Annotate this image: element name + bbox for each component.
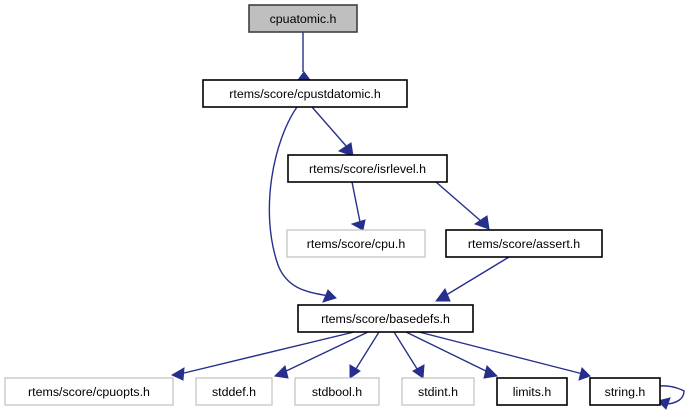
arrowhead-icon xyxy=(337,142,354,157)
arrowhead-icon xyxy=(273,365,289,379)
edge-isrlevel-to-cpu xyxy=(350,181,366,231)
edge-isrlevel-to-assert xyxy=(435,181,490,230)
edge-line xyxy=(405,331,491,374)
node-box xyxy=(294,377,380,406)
node-label: stdbool.h xyxy=(312,385,362,399)
node-cpustdatomic[interactable]: rtems/score/cpustdatomic.h xyxy=(202,79,408,108)
node-isrlevel[interactable]: rtems/score/isrlevel.h xyxy=(287,154,448,183)
node-box xyxy=(401,377,475,406)
edge-line xyxy=(435,181,483,223)
node-label: rtems/score/assert.h xyxy=(468,237,580,251)
node-label: rtems/score/cpustdatomic.h xyxy=(229,87,381,101)
node-box xyxy=(297,304,474,333)
edge-cpustdatomic-to-isrlevel xyxy=(311,106,354,157)
node-string[interactable]: string.h xyxy=(589,377,661,406)
arrowhead-icon xyxy=(322,289,337,303)
edge-cpuatomic-to-cpustdatomic xyxy=(297,32,311,81)
node-label: cpuatomic.h xyxy=(270,12,337,26)
node-box xyxy=(202,79,408,108)
edge-line xyxy=(179,331,355,375)
edge-line xyxy=(659,385,685,405)
edge-basedefs-to-limits xyxy=(405,331,499,379)
node-box xyxy=(286,229,426,258)
node-label: limits.h xyxy=(513,385,552,399)
edge-basedefs-to-string xyxy=(418,331,591,381)
edge-basedefs-to-stdbool xyxy=(349,331,380,379)
node-label: rtems/score/basedefs.h xyxy=(321,312,450,326)
arrowhead-icon xyxy=(297,71,311,81)
node-cpu: rtems/score/cpu.h xyxy=(286,229,426,258)
node-stdbool: stdbool.h xyxy=(294,377,380,406)
edge-line xyxy=(418,331,584,375)
arrowhead-icon xyxy=(350,219,366,231)
edge-line xyxy=(393,331,420,373)
node-stdint: stdint.h xyxy=(401,377,475,406)
node-cpuatomic[interactable]: cpuatomic.h xyxy=(248,4,358,33)
node-box xyxy=(589,377,661,406)
node-box xyxy=(445,229,603,258)
arrowhead-icon xyxy=(435,288,451,302)
arrowhead-icon xyxy=(578,367,591,381)
edge-line xyxy=(351,181,361,223)
arrowhead-icon xyxy=(349,364,361,379)
node-basedefs[interactable]: rtems/score/basedefs.h xyxy=(297,304,474,333)
node-assert[interactable]: rtems/score/assert.h xyxy=(445,229,603,258)
arrowhead-icon xyxy=(412,364,425,379)
edge-line xyxy=(311,106,348,148)
node-box xyxy=(195,377,273,406)
edge-cpustdatomic-to-basedefs xyxy=(268,106,337,303)
node-label: stddef.h xyxy=(212,385,256,399)
node-box xyxy=(496,377,568,406)
edge-string-to-string xyxy=(657,385,685,410)
node-stddef: stddef.h xyxy=(195,377,273,406)
arrowhead-icon xyxy=(657,397,671,410)
arrowhead-icon xyxy=(170,367,185,381)
node-label: rtems/score/isrlevel.h xyxy=(309,162,426,176)
node-box xyxy=(4,377,174,406)
edge-line xyxy=(268,106,330,297)
node-label: rtems/score/cpu.h xyxy=(307,237,406,251)
edge-line xyxy=(442,256,510,298)
node-label: string.h xyxy=(605,385,646,399)
edge-line xyxy=(353,331,380,373)
node-box xyxy=(287,154,448,183)
node-cpuopts: rtems/score/cpuopts.h xyxy=(4,377,174,406)
node-box xyxy=(248,4,358,33)
arrowhead-icon xyxy=(473,215,490,230)
edge-basedefs-to-cpuopts xyxy=(170,331,355,381)
edge-basedefs-to-stdint xyxy=(393,331,425,379)
nodes-layer: cpuatomic.h rtems/score/cpustdatomic.h rte… xyxy=(4,4,661,406)
node-limits[interactable]: limits.h xyxy=(496,377,568,406)
node-label: rtems/score/cpuopts.h xyxy=(28,385,150,399)
edge-basedefs-to-stddef xyxy=(273,331,369,379)
edges-layer xyxy=(170,32,685,410)
edge-line xyxy=(281,331,369,374)
arrowhead-icon xyxy=(483,365,499,379)
node-label: stdint.h xyxy=(418,385,458,399)
edge-assert-to-basedefs xyxy=(435,256,510,302)
